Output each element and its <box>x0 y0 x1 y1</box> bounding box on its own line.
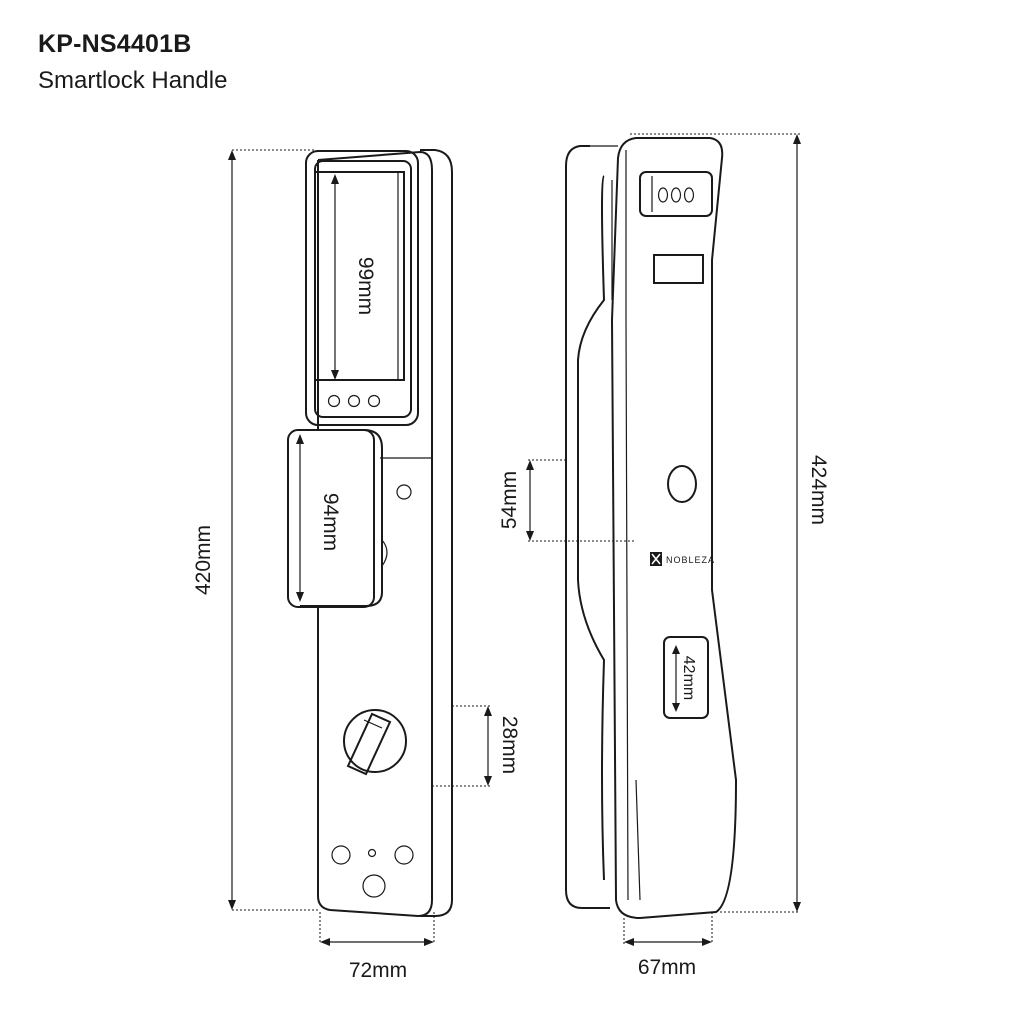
cylinder-hole-icon <box>362 874 386 898</box>
arrow-icon <box>296 434 304 444</box>
handle-hinge <box>381 539 388 567</box>
arrow-icon <box>702 938 712 946</box>
arrow-icon <box>526 460 534 470</box>
screen-display <box>314 171 405 381</box>
screen-button-icon <box>347 394 361 408</box>
side-hole-icon <box>667 465 697 503</box>
screen-dim-label: 99mm <box>354 257 377 315</box>
screen-module <box>305 150 419 426</box>
side-button-icon <box>670 187 682 203</box>
thumb-turn-lever <box>346 712 392 776</box>
arrow-icon <box>484 706 492 716</box>
knob-dim-label: 28mm <box>498 716 521 774</box>
arrow-icon <box>331 174 339 184</box>
side-sensor <box>653 254 704 284</box>
arrow-icon <box>296 592 304 602</box>
arrow-icon <box>331 370 339 380</box>
arrow-icon <box>228 150 236 160</box>
arrow-icon <box>526 531 534 541</box>
thumb-turn-knob <box>343 709 407 773</box>
screw-hole-icon <box>331 845 351 865</box>
handle-dim-label: 94mm <box>319 493 342 551</box>
arrow-icon <box>320 938 330 946</box>
handle-back <box>298 429 383 607</box>
front-width-label: 72mm <box>349 959 407 982</box>
arrow-icon <box>793 134 801 144</box>
brand-name: NOBLEZA <box>666 555 715 565</box>
side-height-label: 424mm <box>807 455 830 525</box>
keyhole-cover <box>663 636 709 719</box>
side-view: NOBLEZA 42mm 54mm 424mm 67mm <box>498 133 830 979</box>
side-button-icon <box>657 187 669 203</box>
arrow-icon <box>672 703 680 712</box>
handle-lever <box>287 429 375 608</box>
model-title: KP-NS4401B <box>38 30 192 58</box>
screen-button-icon <box>367 394 381 408</box>
screen-button-icon <box>327 394 341 408</box>
side-depth-label: 67mm <box>638 956 696 979</box>
front-view: 99mm 94mm 420mm 72mm <box>192 149 521 982</box>
screw-hole-icon <box>394 845 414 865</box>
front-body <box>317 150 433 918</box>
thumb-turn-detail <box>363 719 383 729</box>
product-subtitle: Smartlock Handle <box>38 67 228 94</box>
side-grip <box>577 175 606 881</box>
side-body <box>610 137 738 920</box>
brand-mark-detail <box>651 553 661 565</box>
front-height-label: 420mm <box>192 525 215 595</box>
arrow-icon <box>672 645 680 654</box>
side-backplate <box>565 145 610 909</box>
side-button-window <box>639 171 713 217</box>
arrow-icon <box>228 900 236 910</box>
screw-hole-icon <box>396 484 412 500</box>
side-button-icon <box>683 187 695 203</box>
grip-dim-label: 54mm <box>498 471 521 529</box>
pin-hole-icon <box>367 848 377 858</box>
arrow-icon <box>484 776 492 786</box>
arrow-icon <box>424 938 434 946</box>
brand-logo: NOBLEZA <box>650 552 715 566</box>
keyhole-dim-label: 42mm <box>680 656 697 700</box>
side-body-inner <box>635 779 641 901</box>
arrow-icon <box>624 938 634 946</box>
arrow-icon <box>793 902 801 912</box>
side-body-edge <box>625 150 629 901</box>
front-backplate <box>420 149 453 917</box>
